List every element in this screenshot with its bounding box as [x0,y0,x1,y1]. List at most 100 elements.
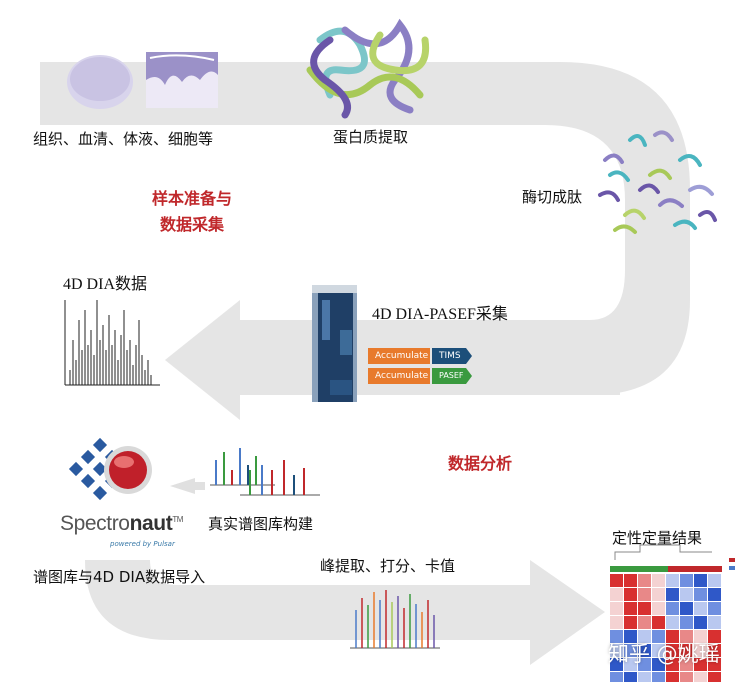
heatmap-cell [666,658,679,671]
heatmap-cell [666,630,679,643]
spectrum-plot [64,300,160,386]
heatmap-cell [638,630,651,643]
acquisition-label: 4D DIA-PASEF采集 [372,306,508,323]
heatmap-cell [666,574,679,587]
spectronaut-tm: TM [172,515,184,524]
heatmap-cell [624,672,637,682]
heatmap-cell [652,658,665,671]
heatmap-cell [680,658,693,671]
import-label: 谱图库与4D DIA数据导入 [33,568,206,586]
heatmap-cell [694,644,707,657]
dia-data-label: 4D DIA数据 [63,276,147,293]
tims-tag: TIMS [432,348,472,364]
heatmap-cell [708,574,721,587]
heatmap-cell [708,630,721,643]
stage-data-analysis: 数据分析 [448,454,513,473]
heatmap-cell [694,630,707,643]
heatmap-cell [694,588,707,601]
heatmap-cell [652,602,665,615]
heatmap-cell [610,588,623,601]
peptides-icon [598,130,717,234]
heatmap-cell [708,658,721,671]
heatmap-cell [680,602,693,615]
heatmap-cell [624,616,637,629]
heatmap-cell [610,644,623,657]
heatmap-cell [666,672,679,682]
heatmap-cell [638,644,651,657]
heatmap-cell [680,588,693,601]
library-spectra [210,448,320,496]
heatmap-cell [638,658,651,671]
heatmap-cell [624,644,637,657]
heatmap-cell [610,658,623,671]
accumulate-tag-2: Accumulate [368,368,430,384]
heatmap-cell [638,588,651,601]
heatmap-cell [638,672,651,682]
heatmap-result [610,544,735,682]
protein-extraction-label: 蛋白质提取 [333,128,409,146]
heatmap-cell [624,658,637,671]
spectronaut-logo-icon [68,437,152,501]
heatmap-cell [652,616,665,629]
heatmap-cell [694,672,707,682]
workflow-arrow-bottom [85,560,605,665]
timstof-instrument [312,285,357,402]
samples-label: 组织、血清、体液、细胞等 [33,130,214,148]
accumulate-tag-1: Accumulate [368,348,430,364]
watermark: 知乎 @姚瑶 [608,642,720,666]
tissue-image [146,52,218,108]
heatmap-cell [610,630,623,643]
protein-icon [306,18,430,119]
heatmap-cell [666,588,679,601]
heatmap-cell [680,630,693,643]
heatmap-cell [680,616,693,629]
heatmap-cell [652,588,665,601]
heatmap-cell [610,616,623,629]
heatmap-cell [708,602,721,615]
spectronaut-wordmark: SpectronautTM [60,512,183,536]
heatmap-cell [624,574,637,587]
peak-traces [350,590,440,649]
heatmap-cell [694,658,707,671]
heatmap-cell [610,602,623,615]
heatmap-cell [652,630,665,643]
heatmap-cell [624,630,637,643]
workflow-arrow-left [20,395,165,440]
heatmap-cell [624,602,637,615]
petri-dish-icon [67,55,133,109]
digestion-label: 酶切成肽 [522,188,583,206]
heatmap-cell [666,602,679,615]
heatmap-cell [708,644,721,657]
heatmap-cell [652,644,665,657]
library-build-label: 真实谱图库构建 [208,515,314,533]
heatmap-cell [694,602,707,615]
peak-picking-label: 峰提取、打分、卡值 [320,557,456,575]
heatmap-cell [694,574,707,587]
stage-sample-prep-line1: 样本准备与 [152,189,233,208]
heatmap-cell [680,644,693,657]
heatmap-cell [624,588,637,601]
heatmap-cell [610,672,623,682]
heatmap-cell [708,588,721,601]
heatmap-cell [652,574,665,587]
heatmap-cell [708,672,721,682]
result-label: 定性定量结果 [612,529,703,547]
stage-sample-prep-line2: 数据采集 [160,215,225,234]
heatmap-cell [694,616,707,629]
heatmap-cell [666,644,679,657]
heatmap-cell [638,602,651,615]
small-arrow [170,478,205,494]
heatmap-cell [638,616,651,629]
spectronaut-powered: powered by Pulsar [110,540,175,548]
heatmap-cell [680,574,693,587]
stage-sample-prep: 样本准备与 数据采集 [152,186,232,238]
heatmap-cell [638,574,651,587]
spectronaut-word-b: naut [129,512,173,535]
heatmap-cell [652,672,665,682]
heatmap-cell [666,616,679,629]
heatmap-cell [680,672,693,682]
heatmap-cell [708,616,721,629]
heatmap-cell [610,574,623,587]
pasef-tag: PASEF [432,368,472,384]
spectronaut-word-a: Spectro [60,512,130,535]
